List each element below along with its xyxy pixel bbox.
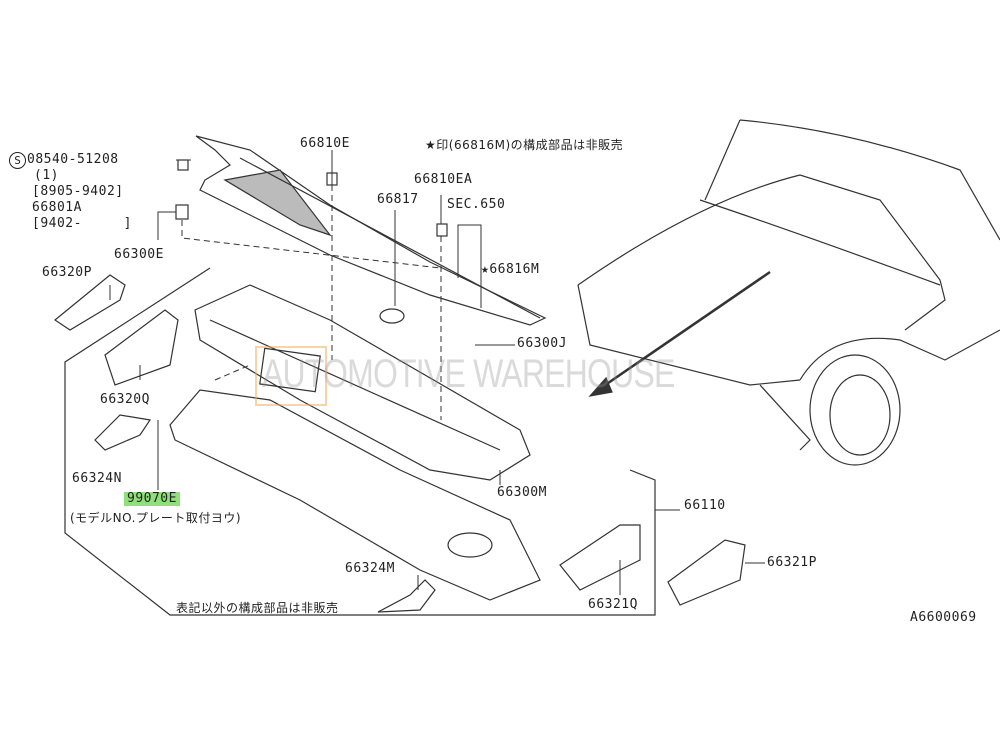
arrow-head-icon (588, 376, 613, 397)
label-66801A[interactable]: 66801A (32, 200, 82, 215)
part-66321Q (559, 524, 641, 591)
label-qty: (1) (34, 168, 59, 183)
bottom-note: 表記以外の構成部品は非販売 (176, 601, 339, 615)
cowl-top-panel (194, 284, 531, 481)
part-66817-icon (379, 308, 405, 324)
clip-icon (175, 204, 189, 220)
label-08540-51208[interactable]: 08540-51208 (27, 152, 119, 167)
part-66324N (94, 414, 152, 451)
clip-66810EA-icon (436, 223, 448, 237)
part-66320P (53, 274, 126, 331)
label-99070E[interactable]: 99070E (124, 492, 180, 506)
part-66324M (377, 579, 436, 613)
assembly-boundary (64, 267, 656, 616)
star-note: ★印(66816M)の構成部品は非販売 (425, 138, 624, 152)
label-sec650[interactable]: SEC.650 (447, 197, 506, 212)
label-66300M[interactable]: 66300M (497, 485, 547, 500)
label-66817[interactable]: 66817 (377, 192, 419, 207)
label-66324N[interactable]: 66324N (72, 471, 122, 486)
screw-icon (177, 159, 189, 171)
watermark-logo (255, 346, 327, 406)
model-plate-note: (モデルNO.プレート取付ヨウ) (70, 511, 242, 525)
label-66321Q[interactable]: 66321Q (588, 597, 638, 612)
label-66816M[interactable]: ★66816M (481, 262, 540, 277)
label-66300E[interactable]: 66300E (114, 247, 164, 262)
s-symbol-icon: S (9, 152, 26, 169)
label-66324M[interactable]: 66324M (345, 561, 395, 576)
label-66110[interactable]: 66110 (684, 498, 726, 513)
label-range1: [8905-9402] (32, 184, 124, 199)
diagram-id: A6600069 (910, 610, 977, 625)
watermark: AUTOMOTIVE WAREHOUSE (262, 352, 675, 396)
dash-lower-panel (169, 389, 541, 601)
part-66321P (667, 539, 746, 606)
label-66320P[interactable]: 66320P (42, 265, 92, 280)
label-range2: [9402- ] (32, 216, 132, 231)
label-66810E[interactable]: 66810E (300, 136, 350, 151)
label-66321P[interactable]: 66321P (767, 555, 817, 570)
cowl-top-grille (195, 135, 547, 326)
part-66320Q (104, 309, 179, 386)
label-66320Q[interactable]: 66320Q (100, 392, 150, 407)
vehicle-outline (577, 119, 1000, 466)
arrow-line (594, 270, 771, 394)
label-66300J[interactable]: 66300J (517, 336, 567, 351)
label-66810EA[interactable]: 66810EA (414, 172, 473, 187)
